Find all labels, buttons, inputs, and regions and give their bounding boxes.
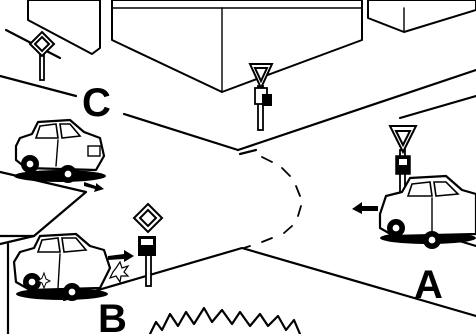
building-left [27,0,101,55]
building-center [111,0,363,93]
building-right [367,0,476,33]
label-a: A [414,263,443,307]
priority-road-sign-top-left [28,30,56,81]
bush [148,306,302,334]
car-c [14,118,106,192]
dashed-lane-marking [243,156,302,249]
curb-upper-road-right [236,68,476,152]
curb-corner [238,148,258,156]
road-edges [0,28,476,334]
curb-lower-road [62,246,476,318]
yield-sign-center [248,63,274,131]
car-b [12,232,134,301]
priority-road-sign-b [132,202,164,287]
buildings [27,0,476,93]
yield-sign-right [388,125,418,195]
label-c: C [82,81,111,125]
curb-upper-road-near-c [122,112,240,152]
curb-upper-road-top [0,74,78,98]
car-a [352,174,476,249]
label-b: B [98,297,127,334]
curb-right-upper [398,94,476,120]
